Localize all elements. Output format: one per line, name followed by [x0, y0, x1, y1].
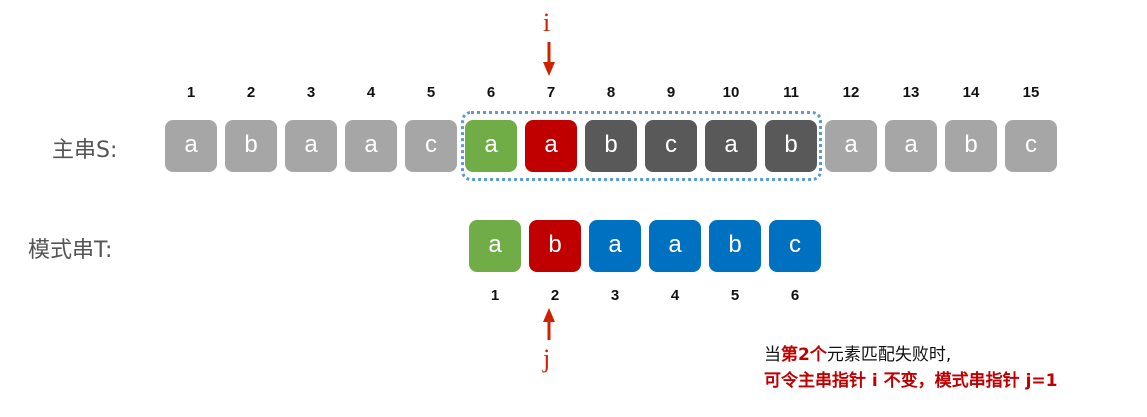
note-prefix: 当 [764, 345, 781, 365]
main-string-index-14: 14 [962, 84, 980, 101]
pointer-j-arrow-icon [543, 308, 555, 340]
main-string-label: 主串S: [52, 138, 118, 163]
main-string-index-10: 10 [722, 84, 740, 101]
main-string-cell-5: c [405, 120, 457, 172]
note-suffix: 元素匹配失败时, [826, 345, 952, 365]
pattern-index-6: 6 [790, 287, 800, 304]
main-string-index-15: 15 [1022, 84, 1040, 101]
main-string-cell-15: c [1005, 120, 1057, 172]
pattern-index-2: 2 [550, 287, 560, 304]
pattern-cell-1: a [469, 220, 521, 272]
main-string-index-1: 1 [186, 84, 196, 101]
main-string-cell-8: b [585, 120, 637, 172]
main-string-index-3: 3 [306, 84, 316, 101]
main-string-index-11: 11 [783, 84, 799, 101]
main-string-cell-13: a [885, 120, 937, 172]
main-string-cell-11: b [765, 120, 817, 172]
pattern-cell-6: c [769, 220, 821, 272]
main-string-index-2: 2 [246, 84, 256, 101]
comparison-window [461, 111, 822, 181]
main-string-index-8: 8 [606, 84, 616, 101]
main-string-cell-14: b [945, 120, 997, 172]
main-string-cell-10: a [705, 120, 757, 172]
pattern-cell-3: a [589, 220, 641, 272]
pattern-index-4: 4 [670, 287, 680, 304]
main-string-index-12: 12 [842, 84, 860, 101]
main-string-cell-12: a [825, 120, 877, 172]
main-string-cell-2: b [225, 120, 277, 172]
pattern-cell-5: b [709, 220, 761, 272]
main-string-cell-6: a [465, 120, 517, 172]
pointer-i-arrow-icon [543, 42, 555, 76]
main-string-index-6: 6 [486, 84, 496, 101]
pattern-index-1: 1 [490, 287, 500, 304]
pattern-string-label: 模式串T: [28, 238, 113, 263]
explanation-line-1: 当第2个元素匹配失败时, [764, 340, 951, 365]
pointer-i-label: i [543, 8, 551, 37]
main-string-index-5: 5 [426, 84, 436, 101]
note-highlight: 第2个 [781, 345, 827, 365]
explanation-line-2: 可令主串指针 i 不变，模式串指针 j=1 [764, 371, 1058, 391]
main-string-cell-1: a [165, 120, 217, 172]
main-string-cell-4: a [345, 120, 397, 172]
main-string-index-13: 13 [902, 84, 920, 101]
main-string-index-9: 9 [666, 84, 676, 101]
main-string-index-4: 4 [366, 84, 376, 101]
pattern-index-3: 3 [610, 287, 620, 304]
pattern-cell-2: b [529, 220, 581, 272]
pattern-cell-4: a [649, 220, 701, 272]
main-string-cell-7: a [525, 120, 577, 172]
main-string-index-7: 7 [546, 84, 556, 101]
pattern-index-5: 5 [730, 287, 740, 304]
main-string-cell-3: a [285, 120, 337, 172]
pointer-j-label: j [543, 344, 551, 373]
main-string-cell-9: c [645, 120, 697, 172]
